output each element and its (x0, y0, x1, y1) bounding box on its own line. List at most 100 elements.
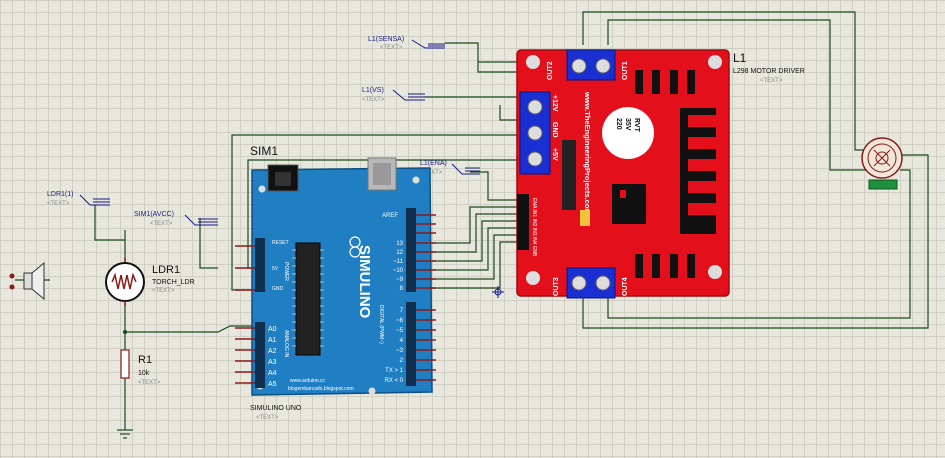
out1-label: OUT1 (622, 61, 629, 80)
resistor-value-label: 10k (138, 370, 150, 377)
terminal-label-ena[interactable]: L1(ENA) <TEXT> (420, 160, 480, 176)
wires (15, 11, 929, 430)
mount-hole (368, 387, 376, 395)
text-placeholder: <TEXT> (152, 288, 175, 294)
pin-dot (9, 273, 15, 279)
pin-label: TX > 1 (385, 368, 404, 374)
driver-ref-label: L1 (733, 51, 747, 65)
arduino-logo-icon (349, 246, 361, 258)
digital-header-label: DIGITAL (PWM~) (378, 305, 384, 344)
motor-icon (873, 149, 891, 167)
motor-ring (867, 143, 897, 173)
regulator-icon (612, 184, 646, 224)
speaker-icon (23, 272, 33, 290)
out-label-text: OUT4 (622, 277, 629, 296)
pin-label: 4 (400, 338, 404, 344)
terminal-flag-icon (451, 163, 480, 175)
v12-label: +12V (551, 95, 558, 112)
brand-text: SIMULINO (356, 245, 373, 319)
text-placeholder: <TEXT> (420, 170, 443, 176)
screw-icon (595, 275, 611, 291)
pin-label: A5 (268, 381, 277, 388)
l298-motor-driver[interactable]: L1 L298 MOTOR DRIVER <TEXT> OUT2 OUT1 OU… (516, 49, 805, 299)
capacitor-labels: 220 35V RVT (615, 118, 640, 133)
screw-icon (595, 58, 611, 74)
pin-label: A1 (268, 337, 277, 344)
simulino-uno-board[interactable]: SIM1 SIMULINO www.arduino.cc blogembarca… (235, 144, 436, 421)
out-label-text: OUT3 (553, 277, 560, 296)
digital-bottom-pins (416, 309, 436, 381)
header-text: DIGITAL (PWM~) (378, 305, 384, 344)
terminal-label-sensa[interactable]: L1(SENSA) <TEXT> (368, 36, 445, 51)
driver-name-label: L298 MOTOR DRIVER (733, 68, 805, 75)
analog-header (255, 322, 265, 388)
pin-label: 12 (396, 250, 403, 256)
ldr-zigzag-icon (111, 272, 137, 290)
ldr-component[interactable]: LDR1 TORCH_LDR <TEXT> (105, 258, 195, 306)
board-brand: SIMULINO (356, 245, 373, 319)
chip-legs (292, 249, 324, 347)
board-site1: www.arduino.cc (290, 378, 326, 384)
power-label-text: +5V (551, 148, 558, 161)
terminal-text: LDR1(1) (47, 191, 73, 198)
power-label-text: GND (551, 122, 558, 138)
dc-motor-component[interactable] (861, 137, 903, 190)
pin-label: RX < 0 (384, 378, 403, 384)
screw-icon (527, 125, 543, 141)
out4-label: OUT4 (622, 277, 629, 296)
ldr-ref-label: LDR1 (152, 264, 180, 276)
terminal-text: SIM1(AVCC) (134, 211, 174, 218)
board-site2: blogembarcado.blogspot.com (288, 386, 354, 392)
speaker-component[interactable] (9, 261, 45, 301)
driver-pcb (516, 49, 730, 297)
cap-text: 220 (615, 118, 622, 130)
power-header (255, 238, 265, 292)
crosshair-icon (492, 286, 504, 298)
pin-label: ~11 (393, 259, 403, 265)
driver-website: www.TheEngineeringProjects.com (583, 91, 592, 215)
out-label-text: OUT1 (622, 61, 629, 80)
terminal-label-vs[interactable]: L1(VS) <TEXT> (362, 87, 425, 103)
power-jack-inner (275, 172, 291, 186)
digital-header-bottom (406, 302, 416, 386)
header-text: ANALOG IN (283, 330, 289, 358)
analog-pin-labels: A0 A1 A2 A3 A4 A5 (268, 326, 277, 388)
motor-speed-indicator (868, 179, 898, 190)
mount-hole (412, 176, 420, 184)
mount-hole (526, 55, 540, 69)
resistor-smd (580, 210, 590, 226)
terminal-flag-icon (79, 194, 110, 206)
text-placeholder: <TEXT> (150, 221, 173, 227)
pin-label-5v: 5V (272, 266, 279, 272)
board-name-label: SIMULINO UNO (250, 405, 302, 412)
gnd-label: GND (551, 122, 558, 138)
analog-header-label: ANALOG IN (283, 330, 289, 358)
v5-label: +5V (551, 148, 558, 161)
digital-header-top (406, 208, 416, 292)
pin-label: 13 (396, 241, 403, 247)
board-ref-label: SIM1 (250, 144, 278, 158)
mount-hole (708, 55, 722, 69)
resistor-ref-label: R1 (138, 354, 152, 366)
screw-icon (527, 151, 543, 167)
pin-label: A3 (268, 359, 277, 366)
resistor-component[interactable]: R1 10k <TEXT> (120, 349, 161, 386)
screw-icon (527, 99, 543, 115)
terminal-flag-icon (411, 39, 445, 49)
speaker-cone-icon (31, 261, 45, 301)
terminal-label-ldr1[interactable]: LDR1(1) <TEXT> (47, 191, 110, 207)
usb-port-inner (373, 163, 391, 185)
microcontroller-chip-icon (295, 242, 321, 356)
terminal-flag-icon (184, 214, 218, 226)
out3-label: OUT3 (553, 277, 560, 296)
control-header (517, 194, 529, 250)
header-text: POWER (283, 262, 289, 281)
pin-label: ~6 (396, 318, 404, 324)
terminal-label-avcc[interactable]: SIM1(AVCC) <TEXT> (134, 211, 218, 227)
motor-hub (875, 151, 889, 165)
pin-dot (9, 284, 15, 290)
digital-bottom-labels: 7 ~6 ~5 4 ~3 2 TX > 1 RX < 0 (384, 308, 403, 384)
terminal-text: L1(ENA) (420, 160, 447, 167)
